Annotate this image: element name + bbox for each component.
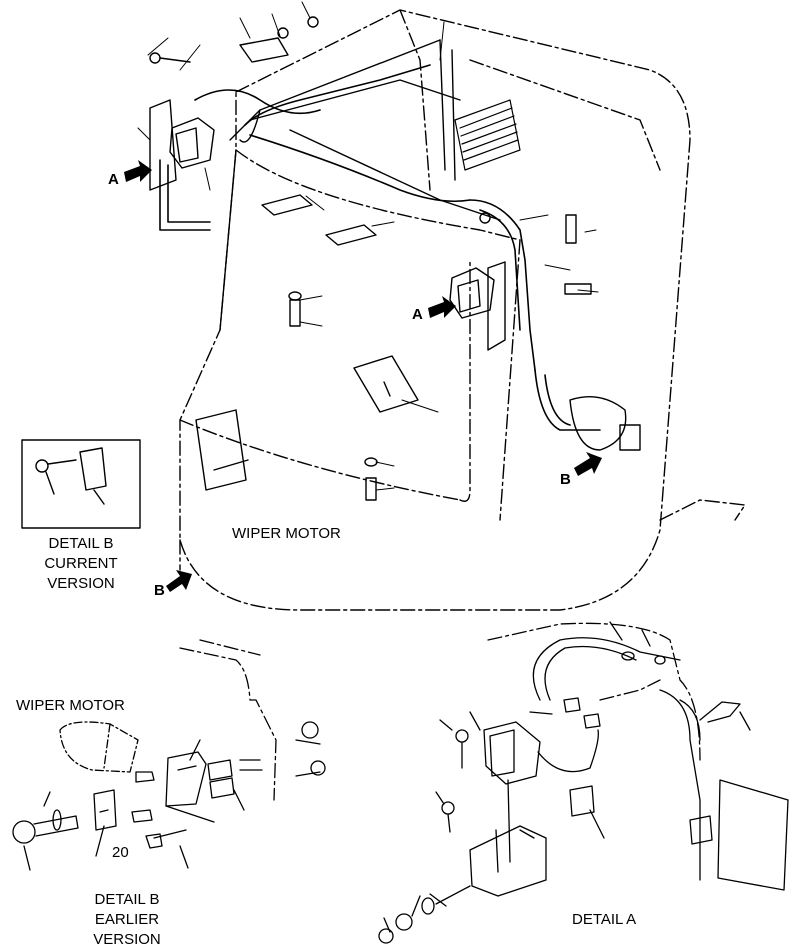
detail-a-caption: DETAIL A [572, 911, 637, 928]
detail-b-current-line-1: DETAIL B [48, 535, 114, 552]
wiper-motor-label-detail: WIPER MOTOR [16, 697, 125, 714]
bolts [149, 16, 592, 501]
leader-lines [137, 1, 599, 491]
cab-outline [179, 9, 746, 611]
detail-b-earlier [12, 639, 326, 871]
callout-number: 20 [112, 844, 129, 861]
view-arrow-a-center-label: A [412, 306, 423, 323]
detail-b-current-box [21, 439, 141, 529]
view-arrows [124, 160, 602, 592]
wiring-harness [159, 64, 601, 431]
wiper-motor-center [449, 261, 506, 351]
detail-b-earlier-line-2: EARLIER [94, 911, 160, 928]
rear-wiper-motor [569, 396, 641, 451]
detail-a [378, 621, 789, 944]
view-arrow-b-left-label: B [154, 582, 165, 599]
view-arrow-a-left-label: A [108, 171, 119, 188]
detail-b-current-caption: DETAIL B CURRENT VERSION [28, 534, 134, 594]
detail-b-earlier-line-1: DETAIL B [94, 891, 160, 908]
cab-frame-lines [219, 39, 501, 331]
roof-grille [454, 99, 521, 171]
detail-b-current-line-3: VERSION [47, 575, 115, 592]
brackets [195, 37, 419, 491]
wiper-motor-left [149, 99, 215, 191]
detail-b-current-line-2: CURRENT [44, 555, 118, 572]
detail-b-earlier-line-3: VERSION [93, 931, 161, 946]
detail-b-earlier-caption: DETAIL B EARLIER VERSION [74, 890, 180, 946]
wiper-motor-label-main: WIPER MOTOR [232, 525, 341, 542]
view-arrow-b-right-label: B [560, 471, 571, 488]
